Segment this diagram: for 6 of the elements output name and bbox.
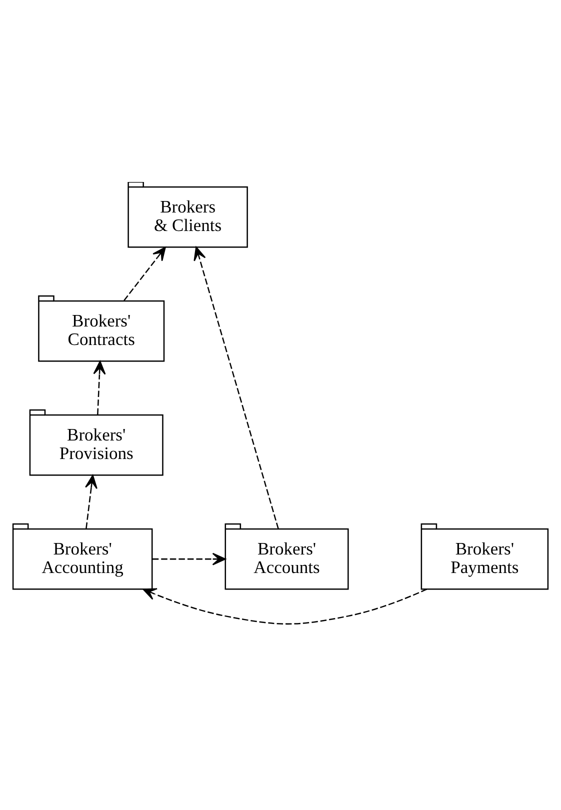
- arrow: [124, 246, 166, 300]
- arrow: [194, 246, 279, 529]
- arrow: [85, 474, 98, 528]
- arrow: [142, 588, 428, 624]
- arrow: [93, 360, 106, 414]
- arrow: [152, 552, 226, 565]
